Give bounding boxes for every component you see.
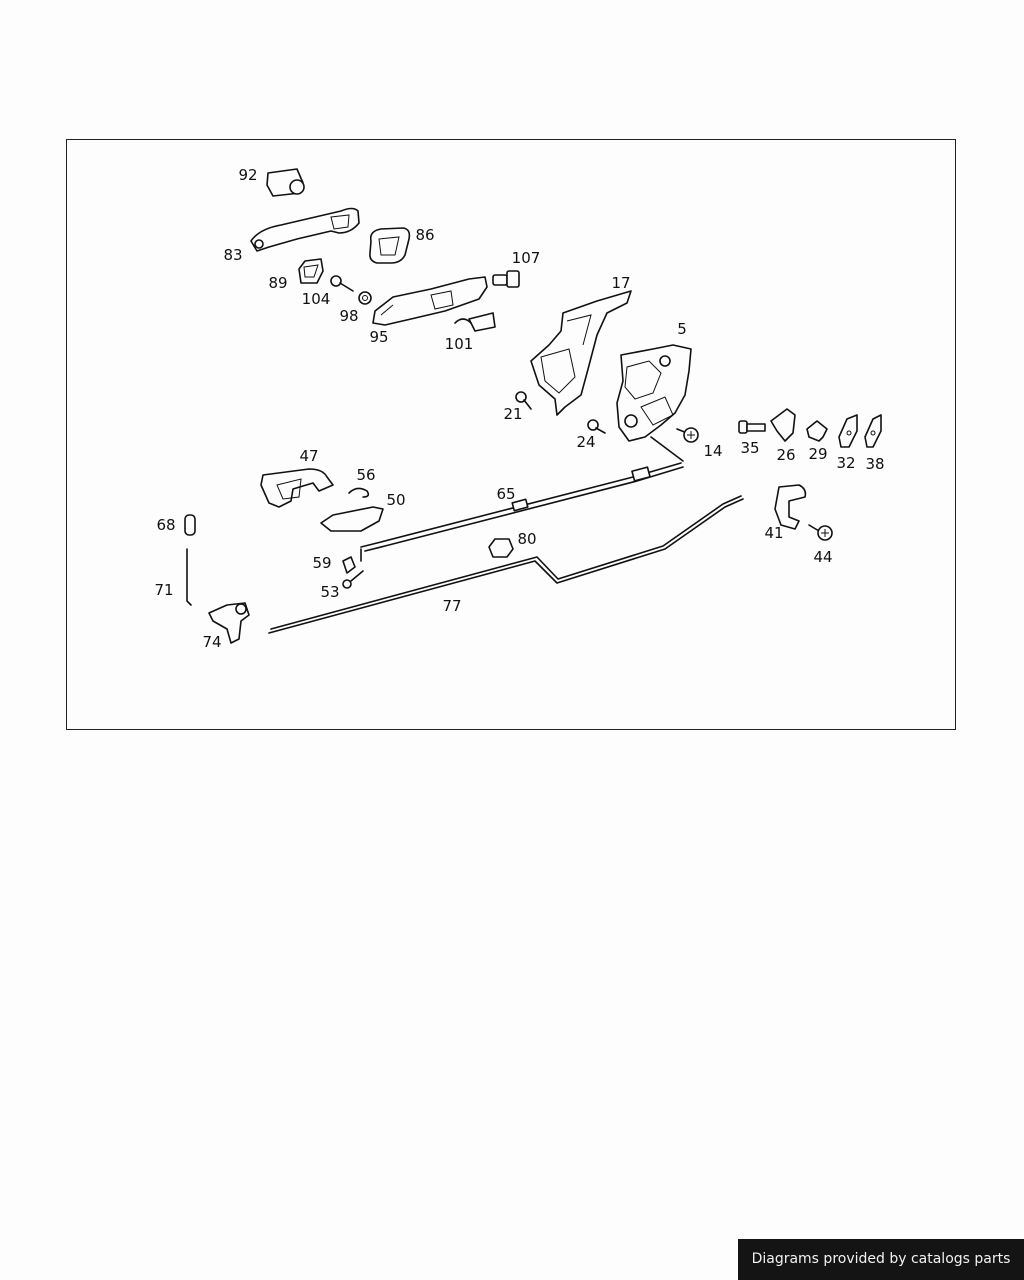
callout-77: 77 — [442, 597, 461, 615]
callout-32: 32 — [836, 454, 855, 472]
part-29-clip[interactable] — [806, 420, 828, 442]
part-83-outer-handle[interactable] — [250, 207, 360, 252]
callout-68: 68 — [156, 516, 175, 534]
part-32-plate[interactable] — [838, 414, 858, 448]
callout-65: 65 — [496, 485, 515, 503]
part-14-screw[interactable] — [676, 427, 699, 443]
part-26-bracket[interactable] — [770, 408, 796, 442]
part-5-door-lock[interactable] — [616, 344, 692, 462]
callout-21: 21 — [503, 405, 522, 423]
part-80-cover[interactable] — [488, 538, 514, 558]
callout-101: 101 — [445, 335, 474, 353]
callout-47: 47 — [299, 447, 318, 465]
callout-59: 59 — [312, 554, 331, 572]
callout-92: 92 — [238, 166, 257, 184]
part-41-bracket[interactable] — [774, 484, 807, 530]
part-17-bracket[interactable] — [530, 290, 632, 416]
part-71-rod[interactable] — [186, 548, 192, 606]
callout-26: 26 — [776, 446, 795, 464]
part-86-handle-bezel[interactable] — [369, 227, 411, 264]
callout-74: 74 — [202, 633, 221, 651]
callout-56: 56 — [356, 466, 375, 484]
part-35-bolt[interactable] — [738, 420, 766, 434]
callout-95: 95 — [369, 328, 388, 346]
callout-14: 14 — [703, 442, 722, 460]
part-53-clip[interactable] — [342, 570, 364, 589]
part-38-plate[interactable] — [864, 414, 882, 448]
part-44-screw[interactable] — [808, 524, 833, 541]
part-24-screw[interactable] — [587, 419, 606, 434]
callout-5: 5 — [677, 320, 687, 338]
callout-104: 104 — [302, 290, 331, 308]
part-104-screw[interactable] — [330, 275, 354, 292]
part-47-inner-handle[interactable] — [260, 468, 334, 508]
part-95-handle-carrier[interactable] — [372, 276, 488, 326]
callout-107: 107 — [512, 249, 541, 267]
part-59-clip[interactable] — [342, 548, 362, 574]
callout-35: 35 — [740, 439, 759, 457]
exploded-parts-diagram: 92 83 86 107 89 104 98 95 101 17 5 21 24… — [66, 139, 956, 730]
part-50-cover[interactable] — [320, 506, 384, 532]
callout-41: 41 — [764, 524, 783, 542]
callout-98: 98 — [339, 307, 358, 325]
part-98-bushing[interactable] — [358, 291, 372, 305]
callout-86: 86 — [415, 226, 434, 244]
part-77-rod[interactable] — [268, 495, 744, 634]
credit-badge: Diagrams provided by catalogs parts — [738, 1239, 1024, 1280]
part-68-lock-knob[interactable] — [184, 514, 196, 536]
part-92-lock-cap[interactable] — [266, 168, 305, 197]
callout-53: 53 — [320, 583, 339, 601]
callout-24: 24 — [576, 433, 595, 451]
callout-17: 17 — [611, 274, 630, 292]
part-21-screw[interactable] — [515, 391, 532, 410]
diagram-canvas: 92 83 86 107 89 104 98 95 101 17 5 21 24… — [154, 166, 884, 651]
callout-44: 44 — [813, 548, 832, 566]
part-65-cable[interactable] — [360, 462, 684, 552]
callout-50: 50 — [386, 491, 405, 509]
callout-89: 89 — [268, 274, 287, 292]
callout-71: 71 — [154, 581, 173, 599]
part-101-clip[interactable] — [454, 312, 496, 332]
callout-83: 83 — [223, 246, 242, 264]
callout-80: 80 — [517, 530, 536, 548]
part-74-lever[interactable] — [208, 602, 250, 644]
callout-38: 38 — [865, 455, 884, 473]
part-107-bolt[interactable] — [492, 270, 520, 288]
part-56-clip[interactable] — [348, 487, 370, 498]
callout-29: 29 — [808, 445, 827, 463]
part-89-cover[interactable] — [298, 258, 324, 284]
